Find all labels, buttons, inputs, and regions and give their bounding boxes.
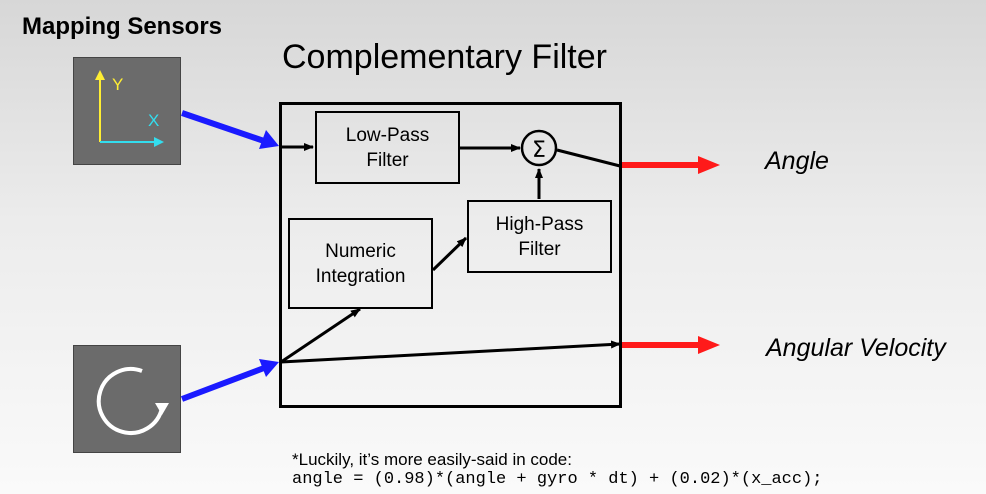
sum-junction: Σ <box>520 129 558 167</box>
angular-velocity-output-arrow <box>622 336 720 354</box>
output-angular-velocity-label: Angular Velocity <box>766 334 946 362</box>
high-pass-filter-block: High-Pass Filter <box>467 200 612 273</box>
xy-axes-icon: Y X <box>95 70 164 147</box>
wire-to-integration <box>280 307 361 364</box>
code-note: *Luckily, it’s more easily-said in code: <box>292 450 572 469</box>
accelerometer-sensor: Y X <box>73 57 181 165</box>
accel-input-arrow <box>181 110 279 149</box>
wire-to-angular-velocity <box>280 340 621 364</box>
axis-x-label: X <box>148 111 159 130</box>
gyroscope-sensor <box>73 345 181 453</box>
output-angle-label: Angle <box>765 147 829 175</box>
diagram-title: Complementary Filter <box>282 38 607 76</box>
wire-integration-to-highpass <box>431 236 468 272</box>
sum-symbol: Σ <box>532 138 546 163</box>
low-pass-filter-block: Low-Pass Filter <box>315 111 460 184</box>
axis-y-label: Y <box>112 75 123 94</box>
wire-sum-to-output <box>556 148 621 168</box>
angle-output-arrow <box>622 156 720 174</box>
code-line: angle = (0.98)*(angle + gyro * dt) + (0.… <box>292 470 823 489</box>
gyro-input-arrow <box>180 359 279 402</box>
numeric-integration-block: Numeric Integration <box>288 218 433 309</box>
filter-frame <box>279 102 622 408</box>
rotation-arrow-icon <box>96 367 169 435</box>
page-heading: Mapping Sensors <box>22 13 223 40</box>
